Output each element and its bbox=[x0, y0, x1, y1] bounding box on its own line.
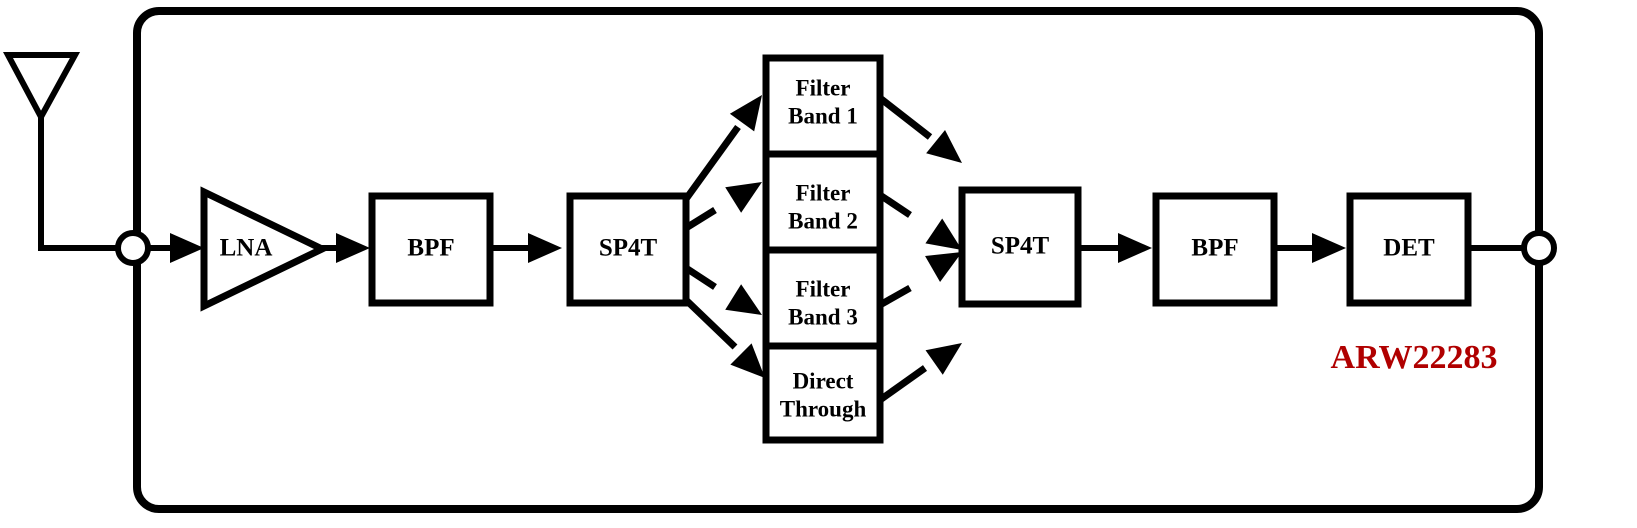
block-bpf2-label: BPF bbox=[1191, 235, 1238, 262]
block-det-label: DET bbox=[1383, 235, 1435, 262]
filter-bank-cell-band1-line2: Band 1 bbox=[788, 103, 858, 128]
filter-bank-cell-direct[interactable] bbox=[762, 342, 884, 444]
block-sp4t2[interactable]: SP4T bbox=[958, 186, 1082, 308]
block-bpf1-label: BPF bbox=[407, 235, 454, 262]
filter-bank-cell-direct-line1: Direct bbox=[793, 368, 854, 393]
block-sp4t2-label: SP4T bbox=[991, 233, 1050, 260]
block-lna[interactable]: LNA bbox=[200, 186, 331, 312]
output-port[interactable] bbox=[1521, 230, 1557, 266]
fanout-sp4t1-to-filterbank bbox=[683, 86, 776, 389]
filter-bank-cell-band2[interactable] bbox=[762, 150, 884, 254]
diagram-identifier: ARW22283 bbox=[1331, 339, 1498, 376]
block-bpf2[interactable]: BPF bbox=[1152, 192, 1278, 307]
filter-bank-cell-band3[interactable] bbox=[762, 246, 884, 350]
block-sp4t1-label: SP4T bbox=[599, 235, 658, 262]
filter-bank-cell-band3-line2: Band 3 bbox=[788, 304, 858, 329]
wire-sp4t2-to-bpf2 bbox=[1078, 233, 1152, 263]
filter-bank-cell-band1[interactable] bbox=[762, 54, 884, 158]
antenna-icon bbox=[3, 52, 133, 251]
filter-bank-cell-band1-line1: Filter bbox=[796, 75, 851, 100]
wire-bpf2-to-det bbox=[1274, 233, 1346, 263]
filter-bank-cell-band2-line2: Band 2 bbox=[788, 208, 858, 233]
input-port[interactable] bbox=[115, 230, 151, 266]
filter-bank-cell-direct-line2: Through bbox=[780, 396, 867, 421]
filter-bank-cell-band3-line1: Filter bbox=[796, 276, 851, 301]
wire-lna-to-bpf1 bbox=[322, 233, 370, 263]
block-det[interactable]: DET bbox=[1346, 192, 1472, 307]
wire-bpf1-to-sp4t1 bbox=[490, 233, 562, 263]
block-sp4t1[interactable]: SP4T bbox=[566, 192, 690, 307]
block-lna-label: LNA bbox=[220, 235, 273, 262]
filter-bank: Filter Band 1 Filter Band 2 Filter Band … bbox=[762, 54, 884, 444]
fanin-filterbank-to-sp4t2 bbox=[877, 95, 972, 403]
block-bpf1[interactable]: BPF bbox=[368, 192, 494, 307]
filter-bank-cell-band2-line1: Filter bbox=[796, 180, 851, 205]
wire-port-to-lna bbox=[148, 233, 204, 263]
